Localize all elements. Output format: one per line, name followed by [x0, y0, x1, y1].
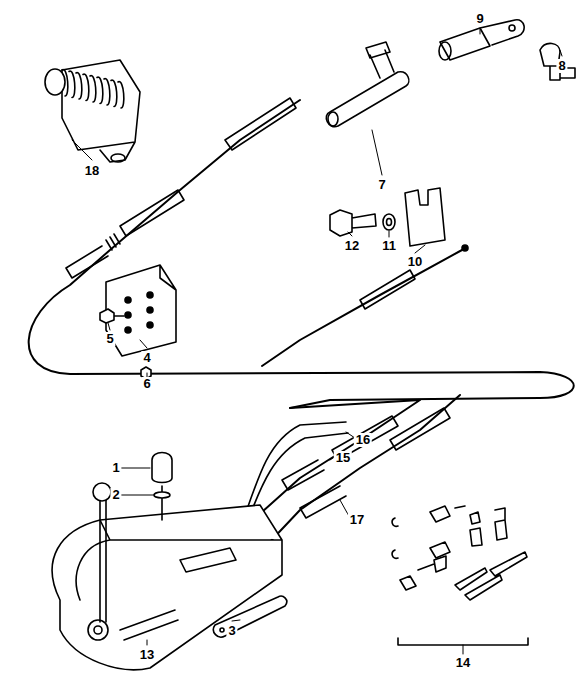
cable-sleeve — [360, 270, 415, 309]
callout-number: 16 — [354, 433, 372, 447]
cable-sleeve — [66, 246, 108, 278]
cable-clip-plate — [405, 188, 445, 246]
callout-number: 14 — [454, 656, 472, 670]
lever-hub — [88, 620, 108, 640]
callout-number: 7 — [376, 178, 387, 192]
ball-joint — [540, 43, 575, 80]
cable-sleeve — [282, 460, 324, 490]
spring-coil — [69, 71, 75, 97]
spring-bracket — [45, 69, 65, 95]
control-lever — [100, 500, 106, 622]
cable-end-rod — [326, 72, 409, 127]
cable-bracket — [106, 265, 176, 356]
callout-number: 10 — [406, 255, 424, 269]
callout-number: 11 — [380, 239, 398, 253]
lever-hub — [94, 626, 102, 634]
bracket-hole — [125, 327, 131, 333]
lever-pin-hole — [220, 628, 224, 632]
callout-number: 6 — [141, 377, 152, 391]
lever-knob — [93, 483, 111, 501]
spring-coil — [90, 76, 96, 102]
callout-number: 18 — [83, 164, 101, 178]
switch-knob — [152, 453, 172, 521]
remote-control-box — [52, 505, 282, 670]
cable-sleeve — [300, 486, 346, 518]
switch-nut — [154, 492, 170, 498]
small-parts — [392, 506, 507, 558]
callout-number: 4 — [141, 351, 152, 365]
bracket-hole — [147, 307, 153, 313]
spring-coil — [83, 74, 89, 100]
control-cable — [262, 250, 462, 366]
callout-number: 17 — [348, 513, 366, 527]
callout-number: 13 — [138, 648, 156, 662]
cable-sleeve — [390, 408, 450, 450]
spring-coil — [104, 79, 110, 105]
spring-coil — [62, 70, 124, 108]
bracket-hole — [147, 322, 153, 328]
group-bracket — [398, 638, 528, 645]
spring-coil — [118, 82, 124, 108]
washer — [387, 219, 392, 226]
callout-number: 5 — [104, 332, 115, 346]
cable-joint-hole — [509, 25, 515, 31]
callout-number: 15 — [334, 451, 352, 465]
callout-number: 1 — [110, 461, 121, 475]
cable-joint — [439, 42, 451, 60]
washer — [383, 214, 395, 230]
bracket-holes — [125, 292, 153, 333]
callout-number: 2 — [110, 488, 121, 502]
cable-thread — [106, 234, 120, 250]
screw — [100, 309, 124, 323]
spring-bracket — [62, 60, 140, 162]
bracket-hole — [147, 292, 153, 298]
spring-coil — [97, 77, 103, 103]
callout-number: 9 — [474, 12, 485, 26]
cable-sleeve — [120, 190, 184, 236]
callout-number: 12 — [343, 239, 361, 253]
cable-ball-end — [462, 245, 468, 251]
leader-line — [72, 28, 562, 654]
small-parts — [400, 552, 527, 600]
control-cable — [262, 400, 420, 512]
callout-number: 3 — [226, 624, 237, 638]
callout-number: 8 — [556, 59, 567, 73]
bolt — [330, 210, 376, 236]
lever-pin — [213, 596, 286, 637]
spring-coil — [111, 80, 117, 106]
cable-end-rod — [328, 112, 338, 126]
cable-end-rod — [366, 42, 394, 78]
spring-bracket — [111, 154, 125, 162]
control-cable — [266, 395, 460, 546]
bracket-hole — [125, 312, 131, 318]
bracket-hole — [125, 297, 131, 303]
spring-coil — [76, 73, 82, 99]
cable-sleeve — [225, 98, 296, 150]
